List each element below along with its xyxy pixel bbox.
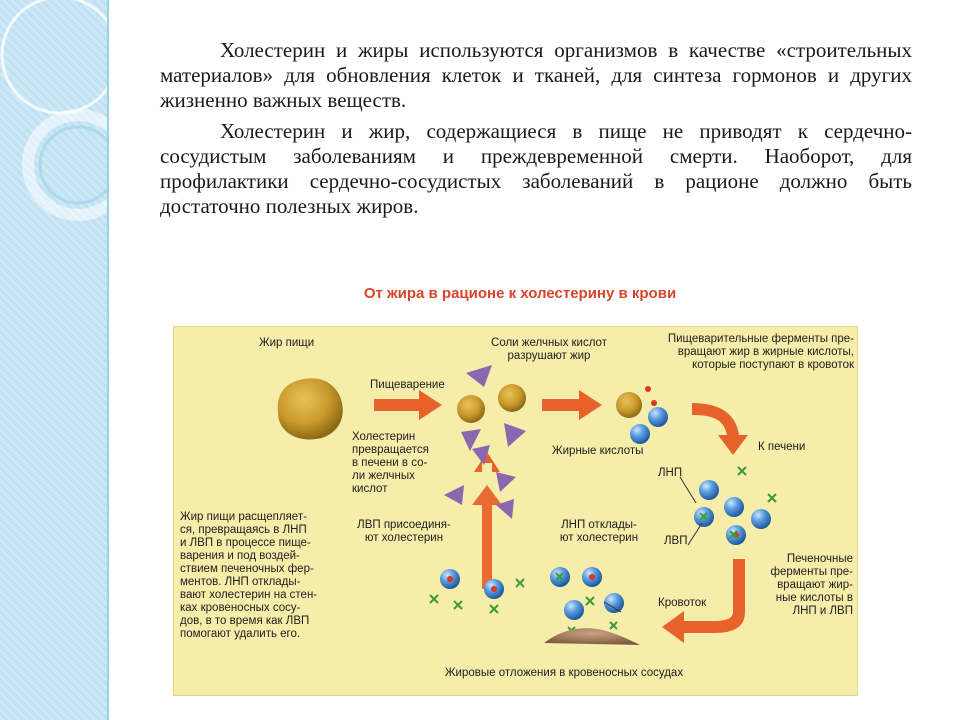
diagram-panel: Жир пищи Пищеварение Соли желчных кислот… <box>173 326 858 696</box>
small-fat-blobs <box>457 384 642 423</box>
decorative-circles <box>0 0 107 221</box>
label-hdl: ЛВП <box>664 535 688 547</box>
label-bloodstream: Кровоток <box>658 597 707 609</box>
fat-deposit-pile <box>544 628 640 645</box>
label-digestion: Пищеварение <box>370 379 445 391</box>
text-block: Холестерин и жиры используются организмо… <box>160 38 912 225</box>
band-edge-line <box>107 0 109 720</box>
food-fat-blob <box>277 378 343 440</box>
label-ldl-deposit: ЛНП отклады- ют холестерин <box>559 519 639 544</box>
label-digestive-enzymes: Пищеварительные ферменты пре- вращают жи… <box>667 333 854 371</box>
label-cholesterol-in-liver: Холестерин превращается в печени в со- л… <box>352 431 429 495</box>
label-hdl-attach: ЛВП присоединя- ют холестерин <box>357 519 451 544</box>
bile-salt-triangles <box>444 365 526 519</box>
label-fatty-acids: Жирные кислоты <box>552 445 644 457</box>
diagram-title: От жира в рационе к холестерину в крови <box>363 285 677 302</box>
red-dots <box>447 386 739 592</box>
paragraph-1: Холестерин и жиры используются организмо… <box>160 38 912 112</box>
label-ldl: ЛНП <box>658 467 683 479</box>
label-liver-enzymes: Печеночные ферменты пре- вращают жир- ны… <box>770 553 853 617</box>
pointer-lines <box>603 476 703 613</box>
label-fat-deposits: Жировые отложения в кровеносных сосудах <box>444 667 684 679</box>
label-bile-salts: Соли желчных кислот разрушают жир <box>491 337 607 362</box>
label-fat-split-note: Жир пищи расщепляет- ся, превращаясь в Л… <box>180 511 318 640</box>
diagram-graphics <box>277 365 777 645</box>
label-food-fat: Жир пищи <box>259 337 315 349</box>
paragraph-2: Холестерин и жир, содержащиеся в пище не… <box>160 119 912 218</box>
process-arrows <box>374 390 748 643</box>
decorative-side-band <box>0 0 107 720</box>
label-to-liver: К печени <box>758 441 806 453</box>
